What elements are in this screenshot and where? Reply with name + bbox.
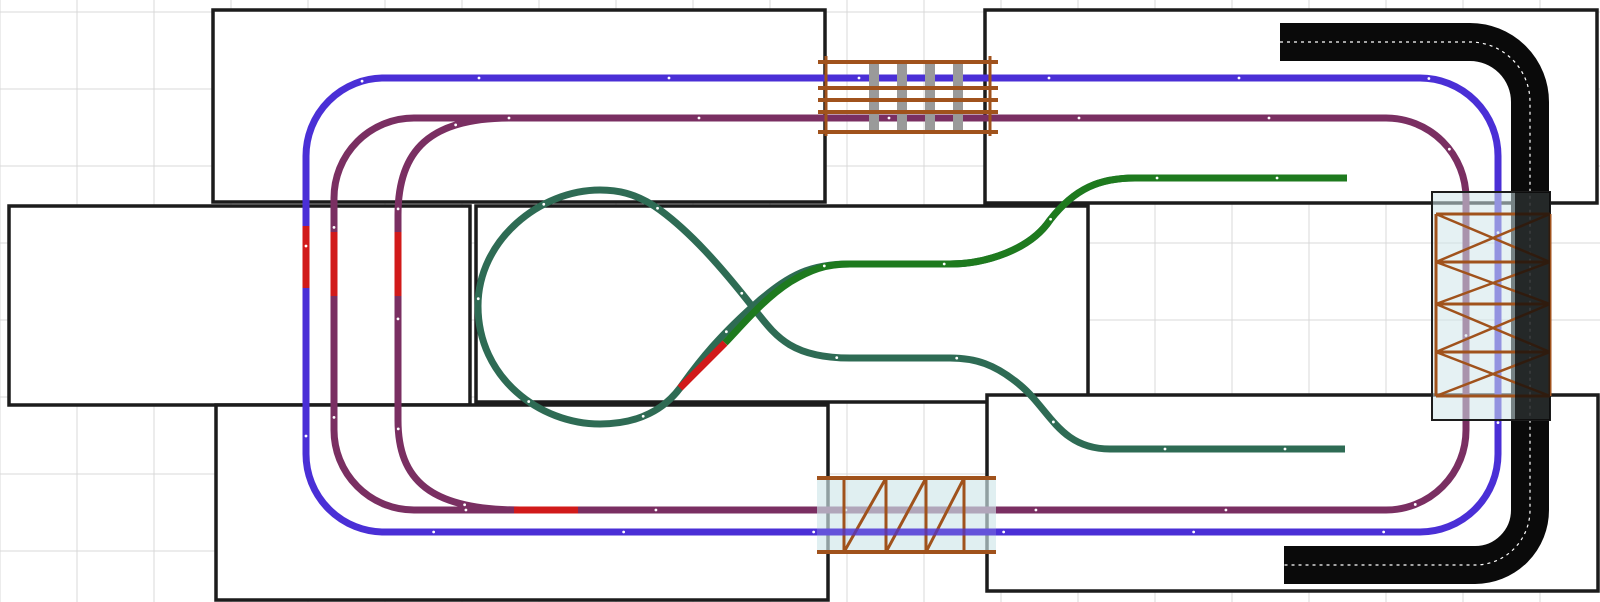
track-joint: [1049, 217, 1052, 221]
track-joint: [507, 116, 511, 120]
bench-center: [474, 204, 1090, 404]
track-joint: [332, 225, 336, 229]
track-joint: [1051, 420, 1055, 424]
track-joint: [1237, 76, 1241, 80]
track-joint: [955, 356, 959, 360]
track-joint: [641, 414, 645, 418]
track-joint-markers: [304, 76, 1500, 534]
track-joint: [542, 202, 546, 206]
track-joint: [396, 317, 400, 321]
reversing-loop: [474, 174, 1347, 453]
track-joint: [1283, 447, 1287, 451]
track-joint: [1275, 176, 1279, 180]
bridge-pier: [869, 60, 879, 132]
track-joint: [396, 207, 400, 211]
track-joint: [304, 434, 308, 438]
track-joint: [1447, 147, 1451, 151]
track-joint: [476, 297, 480, 301]
track-joint: [527, 400, 531, 403]
track-joint: [812, 530, 816, 534]
inner-track-rail: [394, 114, 521, 514]
track-joint: [1034, 508, 1038, 512]
track-joint: [654, 508, 658, 512]
track-joint: [396, 427, 400, 431]
track-joint: [822, 264, 826, 268]
track-joint: [1163, 447, 1167, 451]
track-joint: [835, 356, 839, 359]
bench-bottom-left: [214, 403, 830, 602]
track-joint: [1192, 530, 1196, 534]
track-joint: [740, 291, 744, 295]
track-joint: [622, 530, 626, 534]
track-joint: [360, 79, 364, 83]
insulated-sections: [302, 226, 578, 514]
track-joint: [1496, 421, 1500, 425]
track-joint: [1427, 77, 1431, 80]
branch-line-rail: [722, 174, 1347, 346]
road-under-bridge: [1515, 192, 1550, 420]
bridge-diagonal: [924, 477, 966, 553]
track-joint: [477, 76, 481, 80]
track-joint: [1047, 76, 1051, 80]
track-joint: [697, 116, 701, 120]
track-joint: [1077, 116, 1081, 120]
insulated-section: [677, 340, 728, 391]
track-joint: [724, 330, 728, 334]
track-joint: [656, 206, 659, 210]
road: [1280, 23, 1549, 584]
track-joint: [332, 415, 336, 419]
bridge-diagonal: [842, 477, 888, 553]
inner-track: [394, 114, 521, 514]
track-joint: [1382, 530, 1386, 534]
bridge-pier: [897, 60, 907, 132]
truss-bridge-icon: [1431, 191, 1552, 421]
track-joint: [1155, 176, 1159, 180]
track-joint: [1002, 530, 1006, 534]
track-joint: [1267, 116, 1271, 120]
track-joint: [464, 508, 468, 512]
track-joint: [667, 76, 671, 80]
track-joint: [304, 244, 308, 248]
track-joint: [887, 116, 891, 120]
bench-top-left: [211, 8, 827, 204]
track-joint: [454, 123, 458, 127]
track-joint: [463, 503, 467, 507]
track-joint: [1224, 508, 1228, 512]
bridge-pier: [953, 60, 963, 132]
track-joint: [1413, 503, 1417, 506]
bridge-pier: [925, 60, 935, 132]
truss-bridge-icon: [817, 476, 996, 554]
bridge-diagonal: [884, 477, 928, 553]
track-joint: [942, 262, 946, 266]
track-joint: [432, 530, 436, 534]
plate-girder-bridge-icon: [818, 56, 998, 136]
track-joint: [857, 76, 861, 80]
